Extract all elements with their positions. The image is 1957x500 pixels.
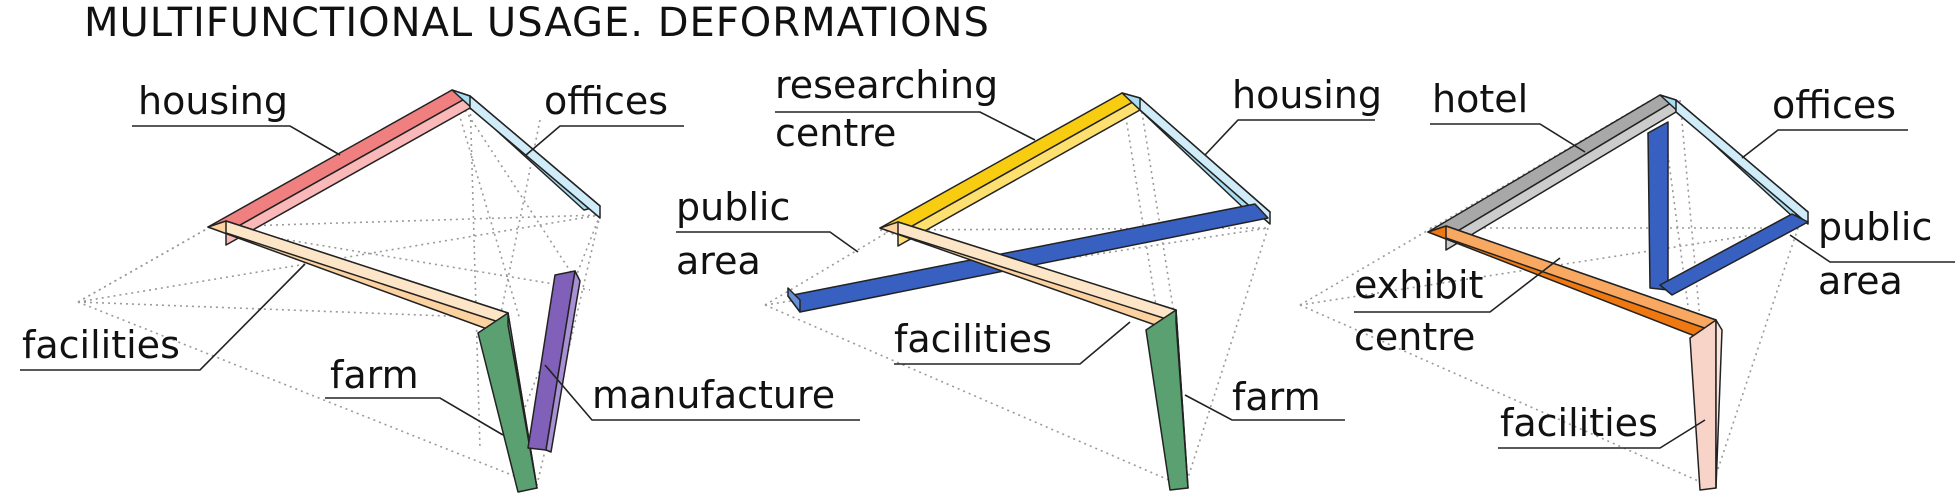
leader-housing-2 [1204,119,1375,156]
offices-bar-3-side [1675,99,1809,225]
label-farm: farm [330,353,419,397]
leader-public-area-3 [1789,234,1955,263]
leader-researching-centre [775,111,1036,141]
leader-manufacture [544,364,860,421]
label-area-3: area [1818,259,1903,303]
offices-bar-side [469,95,601,219]
label-public-3: public [1818,205,1932,249]
diagram-1-bars [207,89,601,493]
diagram-2-bars [787,92,1271,491]
label-offices: offices [544,79,668,123]
label-facilities: facilities [22,323,180,367]
farm-bar-2-side [1175,309,1189,489]
diagram-3-dotted-guides [1299,94,1799,488]
housing-bar-2-side [1139,97,1271,225]
label-exhibit: exhibit [1354,263,1483,307]
label-researching: researching [775,63,998,107]
diagram-2: researching centre housing public area f… [676,63,1382,491]
leader-farm-2 [1184,394,1345,421]
label-centre-3: centre [1354,315,1475,359]
diagram-1-labels: housing offices facilities farm manufact… [20,79,860,436]
leader-housing [132,125,341,156]
leader-facilities-3 [1498,419,1706,449]
leader-hotel [1430,123,1586,153]
label-housing: housing [138,79,288,123]
label-centre: centre [775,111,896,155]
facilities-bar-3-side [1715,319,1723,489]
public-area-bar-side [787,287,801,313]
diagram-2-labels: researching centre housing public area f… [676,63,1382,421]
researching-centre-bar [879,92,1141,235]
diagram-3-bars [1427,94,1809,491]
manufacture-bar-side [545,270,581,453]
public-area-bar [787,203,1269,313]
facilities-bar-side [225,220,509,326]
leader-facilities-2 [894,321,1131,365]
label-manufacture: manufacture [592,373,835,417]
diagram-1: housing offices facilities farm manufact… [20,79,860,493]
leader-offices [525,125,684,156]
farm-bar [477,312,538,493]
researching-centre-bar-side [897,97,1141,247]
leader-public-area [676,231,859,253]
leader-exhibit-centre [1354,257,1561,313]
label-public: public [676,185,790,229]
label-offices-3: offices [1772,83,1896,127]
label-farm-2: farm [1232,375,1321,419]
label-facilities-3: facilities [1500,401,1658,445]
leader-farm [325,397,504,436]
facilities-bar-3 [1689,319,1717,491]
public-area-vertical [1647,121,1669,291]
diagram-3-labels: hotel offices public area exhibit centre… [1354,77,1955,449]
label-area: area [676,239,761,283]
page-title: MULTIFUNCTIONAL USAGE. DEFORMATIONS [84,0,990,46]
public-area-diagonal [1659,213,1809,296]
label-facilities-2: facilities [894,317,1052,361]
diagram-3: hotel offices public area exhibit centre… [1299,77,1955,491]
leader-facilities [20,263,306,371]
label-hotel: hotel [1432,77,1528,121]
leader-offices-3 [1741,129,1908,159]
label-housing-2: housing [1232,73,1382,117]
